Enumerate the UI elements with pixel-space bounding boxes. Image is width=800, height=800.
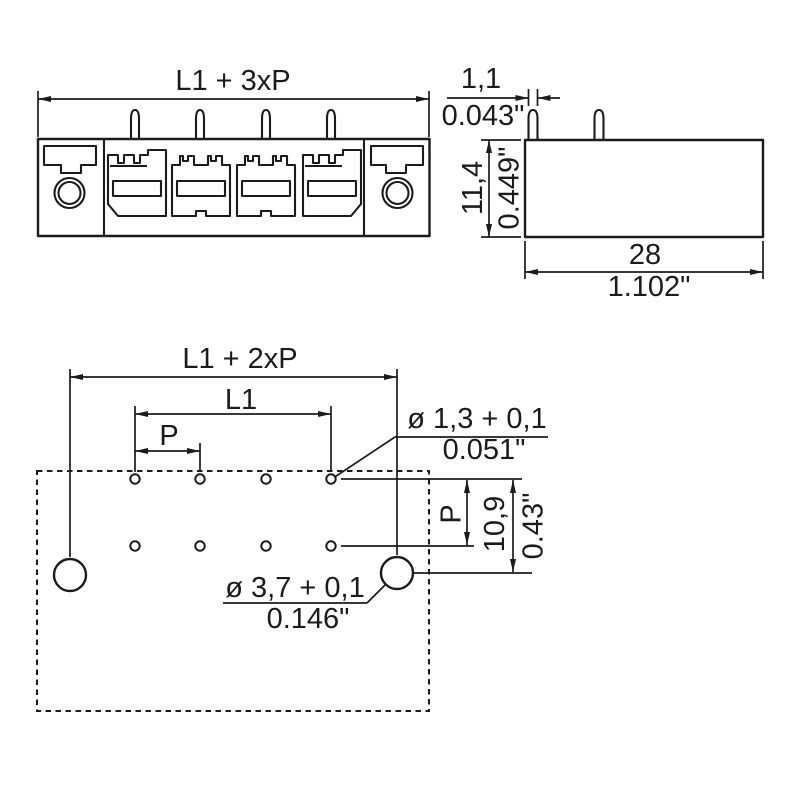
terminal-module [301,148,363,218]
pin-hole [129,540,141,552]
dim-label-pin-hole-dia-mm: ø 1,3 + 0,1 [407,403,546,435]
dim-label-pin-hole-dia-inch: 0.051" [443,434,526,466]
pcb-outline [36,470,430,712]
dim-label-body-height-inch: 0.449" [494,147,526,230]
front-view-dimensions: L1 + 3xP [37,65,430,137]
dim-label-flange-hole-dia-mm: ø 3,7 + 0,1 [225,572,364,604]
dim-label-body-depth-inch: 1.102" [608,271,691,303]
flange-mounting-hole [52,557,88,593]
dim-label-pin-width-mm: 1,1 [461,63,501,95]
pin-hole [260,473,272,485]
flange-keyway-left [42,144,98,175]
dim-label-pin-width-inch: 0.043" [442,100,525,132]
flange-screw-hole-right-outer [381,176,414,210]
leader-line [335,436,396,478]
flange-keyway-right [369,144,425,175]
flange-mounting-hole [379,555,415,591]
terminal-module [235,154,297,218]
terminal-slot [111,179,163,198]
front-view [36,108,431,238]
solder-pin [527,108,539,140]
dim-label-row-offset-mm: 10,9 [479,496,511,552]
pcb-plan-dimensions: L1 + 2xP L1 P ø 1,3 + 0,1 0.051" P 10,9 … [69,343,550,635]
dim-label-hole-span: L1 + 2xP [182,343,297,375]
pin-hole [260,540,272,552]
terminal-slot [306,179,358,198]
dim-label-row-span: L1 [225,384,257,416]
connector-side-body [523,138,765,239]
dim-label-row-pitch: P [436,504,468,523]
pin-hole [194,540,206,552]
side-view-dimensions: 1,1 0.043" 11,4 0.449" 28 1.102" [442,63,764,303]
solder-pin [129,108,141,139]
pin-hole [194,473,206,485]
dim-label-pitch: P [159,420,178,452]
terminal-module [170,154,232,218]
dim-label-body-height-mm: 11,4 [457,161,489,215]
solder-pin [325,108,337,139]
flange-screw-hole-left-inner [57,180,82,206]
flange-screw-hole-left-outer [53,176,86,210]
pin-hole [325,473,337,485]
dim-label-flange-hole-dia-inch: 0.146" [267,603,350,635]
solder-pin [593,108,605,140]
solder-pin [260,108,272,139]
pin-hole [129,473,141,485]
terminal-module [106,148,168,218]
terminal-slot [175,179,227,198]
solder-pin [194,108,206,139]
dim-label-row-offset-inch: 0.43" [518,493,550,560]
terminal-slot [240,179,292,198]
pin-hole [325,540,337,552]
side-view [523,108,765,239]
dim-label-front-width: L1 + 3xP [175,65,290,97]
leader-line [366,584,386,604]
dim-label-body-depth-mm: 28 [629,239,661,271]
pcb-drilling-plan [36,470,430,712]
connector-body [36,137,431,238]
flange-screw-hole-right-inner [385,180,410,206]
